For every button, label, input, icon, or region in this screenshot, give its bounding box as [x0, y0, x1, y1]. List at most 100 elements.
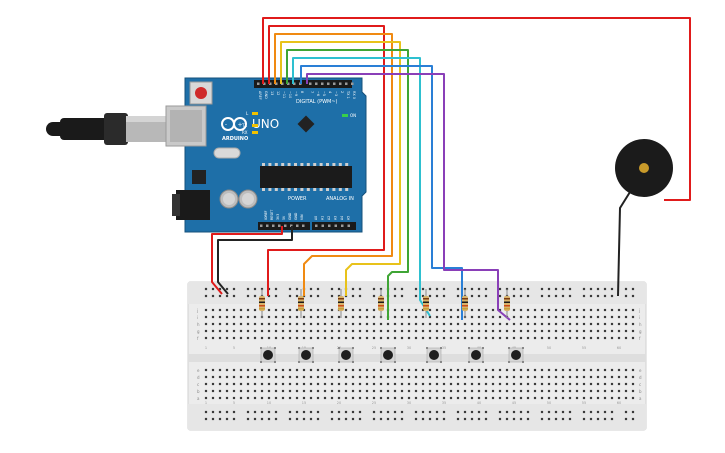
analog-pin-label: A4 — [340, 216, 344, 220]
row-label-left: j — [196, 308, 198, 313]
column-number-top: 35 — [442, 346, 446, 350]
column-number-top: 30 — [407, 346, 411, 350]
row-label-left: d — [197, 375, 200, 380]
power-pin-label: VIN — [300, 214, 304, 220]
wire-buzzer-black[interactable] — [617, 191, 631, 297]
column-number-bottom: 30 — [407, 401, 411, 405]
wire-purple[interactable] — [306, 73, 511, 321]
power-pin-label: RESET — [270, 210, 274, 220]
wire-orange[interactable] — [274, 33, 393, 296]
row-label-left: i — [197, 315, 198, 320]
column-number-bottom: 40 — [477, 401, 481, 405]
row-label-right: b — [639, 389, 642, 394]
push-button[interactable] — [260, 347, 276, 363]
wire-buzzer-red[interactable] — [262, 17, 691, 201]
wire-green[interactable] — [286, 49, 409, 320]
column-number-bottom: 60 — [617, 401, 621, 405]
push-button[interactable] — [468, 347, 484, 363]
push-button[interactable] — [426, 347, 442, 363]
wire-red[interactable] — [267, 25, 385, 296]
power-pin-label: 5V — [282, 215, 286, 220]
resistor[interactable] — [504, 289, 510, 318]
column-number-bottom: 55 — [582, 401, 586, 405]
digital-pin-label: GND — [264, 91, 268, 99]
analog-header — [312, 222, 356, 230]
reset-button[interactable] — [195, 87, 207, 99]
row-label-left: c — [197, 382, 199, 387]
piezo-buzzer[interactable] — [615, 139, 673, 197]
digital-pin-label: AREF — [258, 91, 262, 100]
row-label-right: e — [639, 368, 642, 373]
column-number-bottom: 35 — [442, 401, 446, 405]
digital-pin-label: ~11 — [282, 91, 286, 98]
wire-5v-red[interactable] — [211, 226, 283, 295]
row-label-right: i — [639, 315, 640, 320]
row-label-left: b — [197, 389, 200, 394]
arduino-brand-label: ARDUINO — [222, 136, 248, 142]
push-button[interactable] — [380, 347, 396, 363]
column-number-top: 25 — [372, 346, 376, 350]
analog-pin-label: A2 — [327, 216, 331, 220]
wire-blue[interactable] — [300, 65, 463, 320]
row-label-left: f — [197, 336, 199, 341]
row-label-right: g — [639, 329, 642, 334]
digital-pin-label: TX 1 — [346, 90, 350, 99]
digital-pin-label: 4 — [328, 91, 332, 93]
analog-pin-label: A3 — [334, 216, 338, 220]
chip-pins — [262, 163, 349, 191]
led-rx-label: RX — [242, 130, 248, 135]
digital-pin-label: 12 — [276, 91, 280, 95]
resistor[interactable] — [423, 289, 429, 318]
row-label-left: e — [197, 368, 200, 373]
led-on-label: ON — [350, 113, 356, 118]
row-label-right: c — [639, 382, 641, 387]
digital-pin-label: ~10 — [288, 91, 292, 98]
digital-pin-label: RX 0 — [352, 91, 356, 99]
row-label-left: a — [197, 396, 200, 401]
row-label-left: h — [197, 322, 200, 327]
row-label-right: j — [638, 308, 640, 313]
wire-yellow[interactable] — [280, 41, 401, 296]
digital-pin-label: ~9 — [294, 91, 298, 96]
resistor[interactable] — [378, 289, 384, 318]
digital-pin-label: 2 — [340, 91, 344, 93]
row-label-left: g — [197, 329, 200, 334]
svg-text:-: - — [225, 122, 227, 129]
push-button[interactable] — [298, 347, 314, 363]
analog-header-label: ANALOG IN — [326, 196, 354, 202]
microcontroller-chip — [260, 166, 352, 188]
power-pin-label: 3V3 — [276, 214, 280, 220]
digital-pin-label: 7 — [310, 91, 314, 93]
analog-pin-label: A5 — [347, 216, 351, 220]
row-label-right: f — [639, 336, 641, 341]
wire-gnd-black[interactable] — [217, 226, 293, 295]
power-header-label: POWER — [288, 196, 307, 202]
resistor[interactable] — [298, 289, 304, 318]
resistor[interactable] — [462, 289, 468, 318]
column-number-top: 60 — [617, 346, 621, 350]
row-label-right: d — [639, 375, 642, 380]
wires — [211, 17, 691, 321]
digital-pin-label: ~6 — [316, 91, 320, 96]
arduino-model-label: UNO — [252, 117, 279, 131]
push-button[interactable] — [508, 347, 524, 363]
digital-header-label: DIGITAL (PWM~) — [296, 99, 338, 105]
svg-text:+: + — [237, 122, 242, 129]
power-pin-label: GND — [288, 212, 292, 220]
row-label-right: h — [639, 322, 642, 327]
resistors — [259, 289, 510, 318]
breadboard[interactable]: aabbccddeeffgghhiijj11551010151520202525… — [187, 281, 647, 431]
column-number-bottom: 5 — [233, 401, 235, 405]
led-tx-label: TX — [241, 123, 247, 128]
resistor[interactable] — [259, 289, 265, 318]
column-number-bottom: 10 — [267, 401, 271, 405]
resistor[interactable] — [338, 289, 344, 318]
column-number-top: 55 — [582, 346, 586, 350]
push-button[interactable] — [338, 347, 354, 363]
column-number-bottom: 15 — [302, 401, 306, 405]
digital-pin-label: ~5 — [322, 91, 326, 96]
column-number-top: 5 — [233, 346, 235, 350]
